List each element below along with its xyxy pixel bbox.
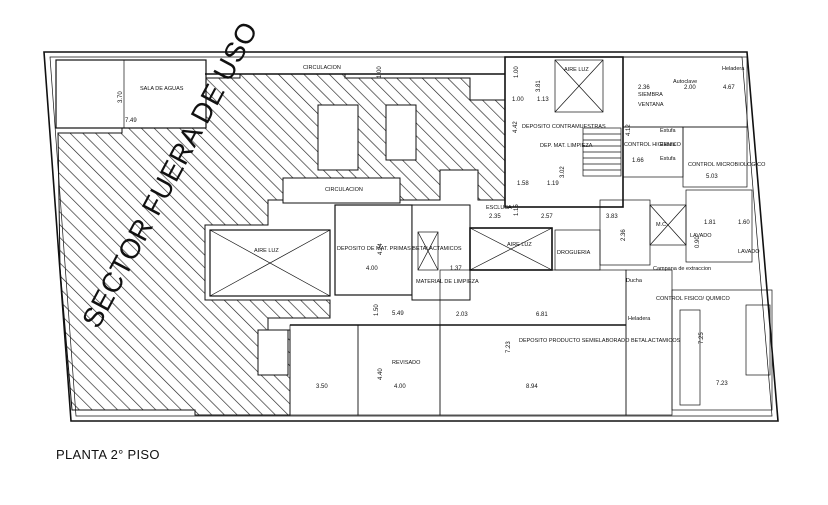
- dimension-label: 7.23: [716, 381, 728, 387]
- room-label-revisado: REVISADO: [392, 360, 421, 366]
- dimension-label: 4.12: [626, 124, 632, 136]
- dimension-label: 4.42: [513, 121, 519, 133]
- dimension-label: 1.13: [537, 97, 549, 103]
- dimension-label: 6.81: [536, 312, 548, 318]
- dimension-label: 3.81: [536, 80, 542, 92]
- room-label-estufa-1: Estufa: [660, 128, 677, 134]
- dimension-label: 2.57: [541, 214, 553, 220]
- room-label-ducha: Ducha: [626, 278, 643, 284]
- dimension-label: 3.70: [118, 91, 124, 103]
- room-label-heladera-top: Heladera: [722, 66, 745, 72]
- room-label-deposito-producto: DEPOSITO PRODUCTO SEMIELABORADO BETALACT…: [519, 338, 681, 344]
- dimension-label: 1.50: [374, 304, 380, 316]
- room-label-drogueria: DROGUERIA: [557, 250, 591, 256]
- dimension-label: 3.83: [606, 214, 618, 220]
- dimension-label: 2.36: [638, 85, 650, 91]
- dimension-label: 1.00: [377, 66, 383, 78]
- dimension-label: 0.90: [695, 236, 701, 248]
- room-label-aire-luz-mid: AIRE LUZ: [507, 242, 532, 248]
- room-label-lavado-1: LAVADO: [690, 233, 712, 239]
- dimension-label: 7.49: [125, 118, 137, 124]
- dimension-label: 5.03: [706, 174, 718, 180]
- dimension-label: 2.35: [489, 214, 501, 220]
- room-label-mc: M.C.: [656, 222, 668, 228]
- room-label-deposito-mat-primas: DEPOSITO DE MAT. PRIMAS BETALACTAMICOS: [337, 246, 462, 252]
- dimension-label: 7.23: [506, 341, 512, 353]
- dimension-label: 7.25: [699, 332, 705, 344]
- room-label-estufa-2: Estufa: [660, 142, 677, 148]
- dimension-label: 1.19: [547, 181, 559, 187]
- room-label-aire-luz-top: AIRE LUZ: [564, 67, 589, 73]
- dimension-label: 1.00: [512, 97, 524, 103]
- dimension-label: 4.24: [378, 243, 384, 255]
- dimension-label: 4.40: [378, 368, 384, 380]
- plan-title: PLANTA 2° PISO: [56, 447, 160, 462]
- dimension-label: 3.50: [316, 384, 328, 390]
- room-label-heladera: Heladera: [628, 316, 651, 322]
- dimension-label: 4.00: [366, 266, 378, 272]
- dimension-label: 2.36: [621, 229, 627, 241]
- room-label-esclusa: ESCLUSA: [486, 205, 512, 211]
- dimension-label: 5.49: [392, 311, 404, 317]
- room-label-deposito-contramuestras: DEPOSITO CONTRAMUESTRAS: [522, 124, 606, 130]
- dimension-label: 1.37: [450, 266, 462, 272]
- dimension-label: 1.58: [517, 181, 529, 187]
- dimension-label: 1.15: [514, 204, 520, 216]
- dimension-label: 4.67: [723, 85, 735, 91]
- dimension-label: 1.66: [632, 158, 644, 164]
- dimension-label: 4.00: [394, 384, 406, 390]
- room-label-material-limpieza: MATERIAL DE LIMPIEZA: [416, 279, 479, 285]
- room-label-lavado-2: LAVADO: [738, 249, 760, 255]
- room-label-circulacion-top: CIRCULACION: [303, 65, 341, 71]
- building-outline: [43, 51, 779, 422]
- dimension-label: 3.02: [560, 166, 566, 178]
- room-label-aire-luz-left: AIRE LUZ: [254, 248, 279, 254]
- room-label-campana: Campana de extraccion: [653, 266, 711, 272]
- room-label-sala-aguas: SALA DE AGUAS: [140, 86, 184, 92]
- room-label-control-fisico: CONTROL FISICO/ QUIMICO: [656, 296, 730, 302]
- dimension-label: 2.00: [684, 85, 696, 91]
- dimension-label: 2.03: [456, 312, 468, 318]
- room-label-dep-mat-limpieza-top: DEP. MAT. LIMPIEZA: [540, 143, 593, 149]
- room-label-control-microbiologico: CONTROL MICROBIOLOGICO: [688, 162, 766, 168]
- dimension-label: 1.60: [738, 220, 750, 226]
- room-label-control-higienico: CONTROL HIGIENICO: [624, 142, 682, 148]
- dimension-label: 1.00: [514, 66, 520, 78]
- room-label-ventana: VENTANA: [638, 102, 664, 108]
- room-label-autoclave: Autoclave: [673, 79, 697, 85]
- dimension-label: 1.81: [704, 220, 716, 226]
- room-label-estufa-3: Estufa: [660, 156, 677, 162]
- room-label-circulacion-mid: CIRCULACION: [325, 187, 363, 193]
- dimension-label: 8.94: [526, 384, 538, 390]
- room-label-siembra: SIEMBRA: [638, 92, 663, 98]
